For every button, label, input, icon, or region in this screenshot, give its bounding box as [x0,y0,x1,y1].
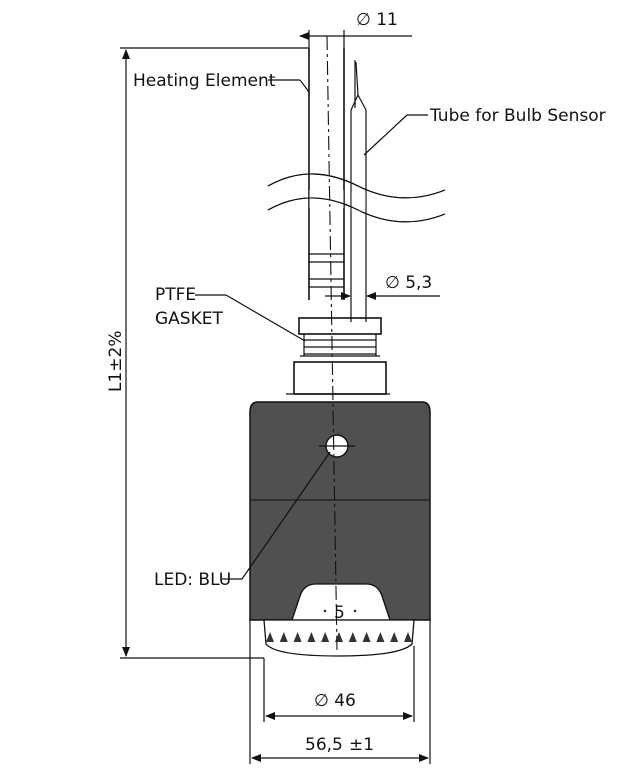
dim-565: 56,5 ±1 [249,620,431,764]
heating-element-label: Heating Element [133,71,276,91]
led-callout: LED: BLU [154,451,331,590]
knurl-tooth [362,632,371,642]
dim-565-label: 56,5 [305,735,343,755]
led-indicator [319,434,355,458]
gasket-label: GASKET [155,309,223,329]
ptfe-gasket-callout: PTFE GASKET [155,285,306,342]
knurl-tooth [321,632,330,642]
ptfe-label: PTFE [155,285,196,305]
knurl-tooth [348,632,357,642]
base-marking: 5 [334,603,345,623]
dim-46-label: ∅ 46 [314,691,356,711]
dim-top-diameter: ∅ 11 [299,10,412,48]
led-label: LED: BLU [154,570,231,590]
break-lines [267,173,446,223]
dim-top-label: ∅ 11 [356,10,398,30]
base-ring [263,619,415,657]
centerline [326,35,338,651]
tube-sensor-callout: Tube for Bulb Sensor [363,106,606,156]
heating-element-callout: Heating Element [133,71,310,93]
dim-sensor-diameter: ∅ 5,3 [325,273,440,300]
dim-length: L1±2% [106,47,309,659]
dim-46: ∅ 46 [263,646,415,722]
knurl-tooth [307,632,316,642]
length-label: L1±2% [106,330,126,392]
knurl-tooth [390,632,399,642]
tube-sensor-label: Tube for Bulb Sensor [429,106,606,126]
thermostat-body [249,401,431,621]
knurl-tooth [293,632,302,642]
dim-565-tolerance: ±1 [349,735,374,755]
bulb-sensor-tube [350,60,367,322]
knurl-tooth [376,632,385,642]
knurl-tooth [279,632,288,642]
dim-sensor-label: ∅ 5,3 [385,273,432,293]
knurl-tooth [404,632,412,642]
knurl-tooth [266,632,274,642]
gasket-thread [286,317,390,395]
